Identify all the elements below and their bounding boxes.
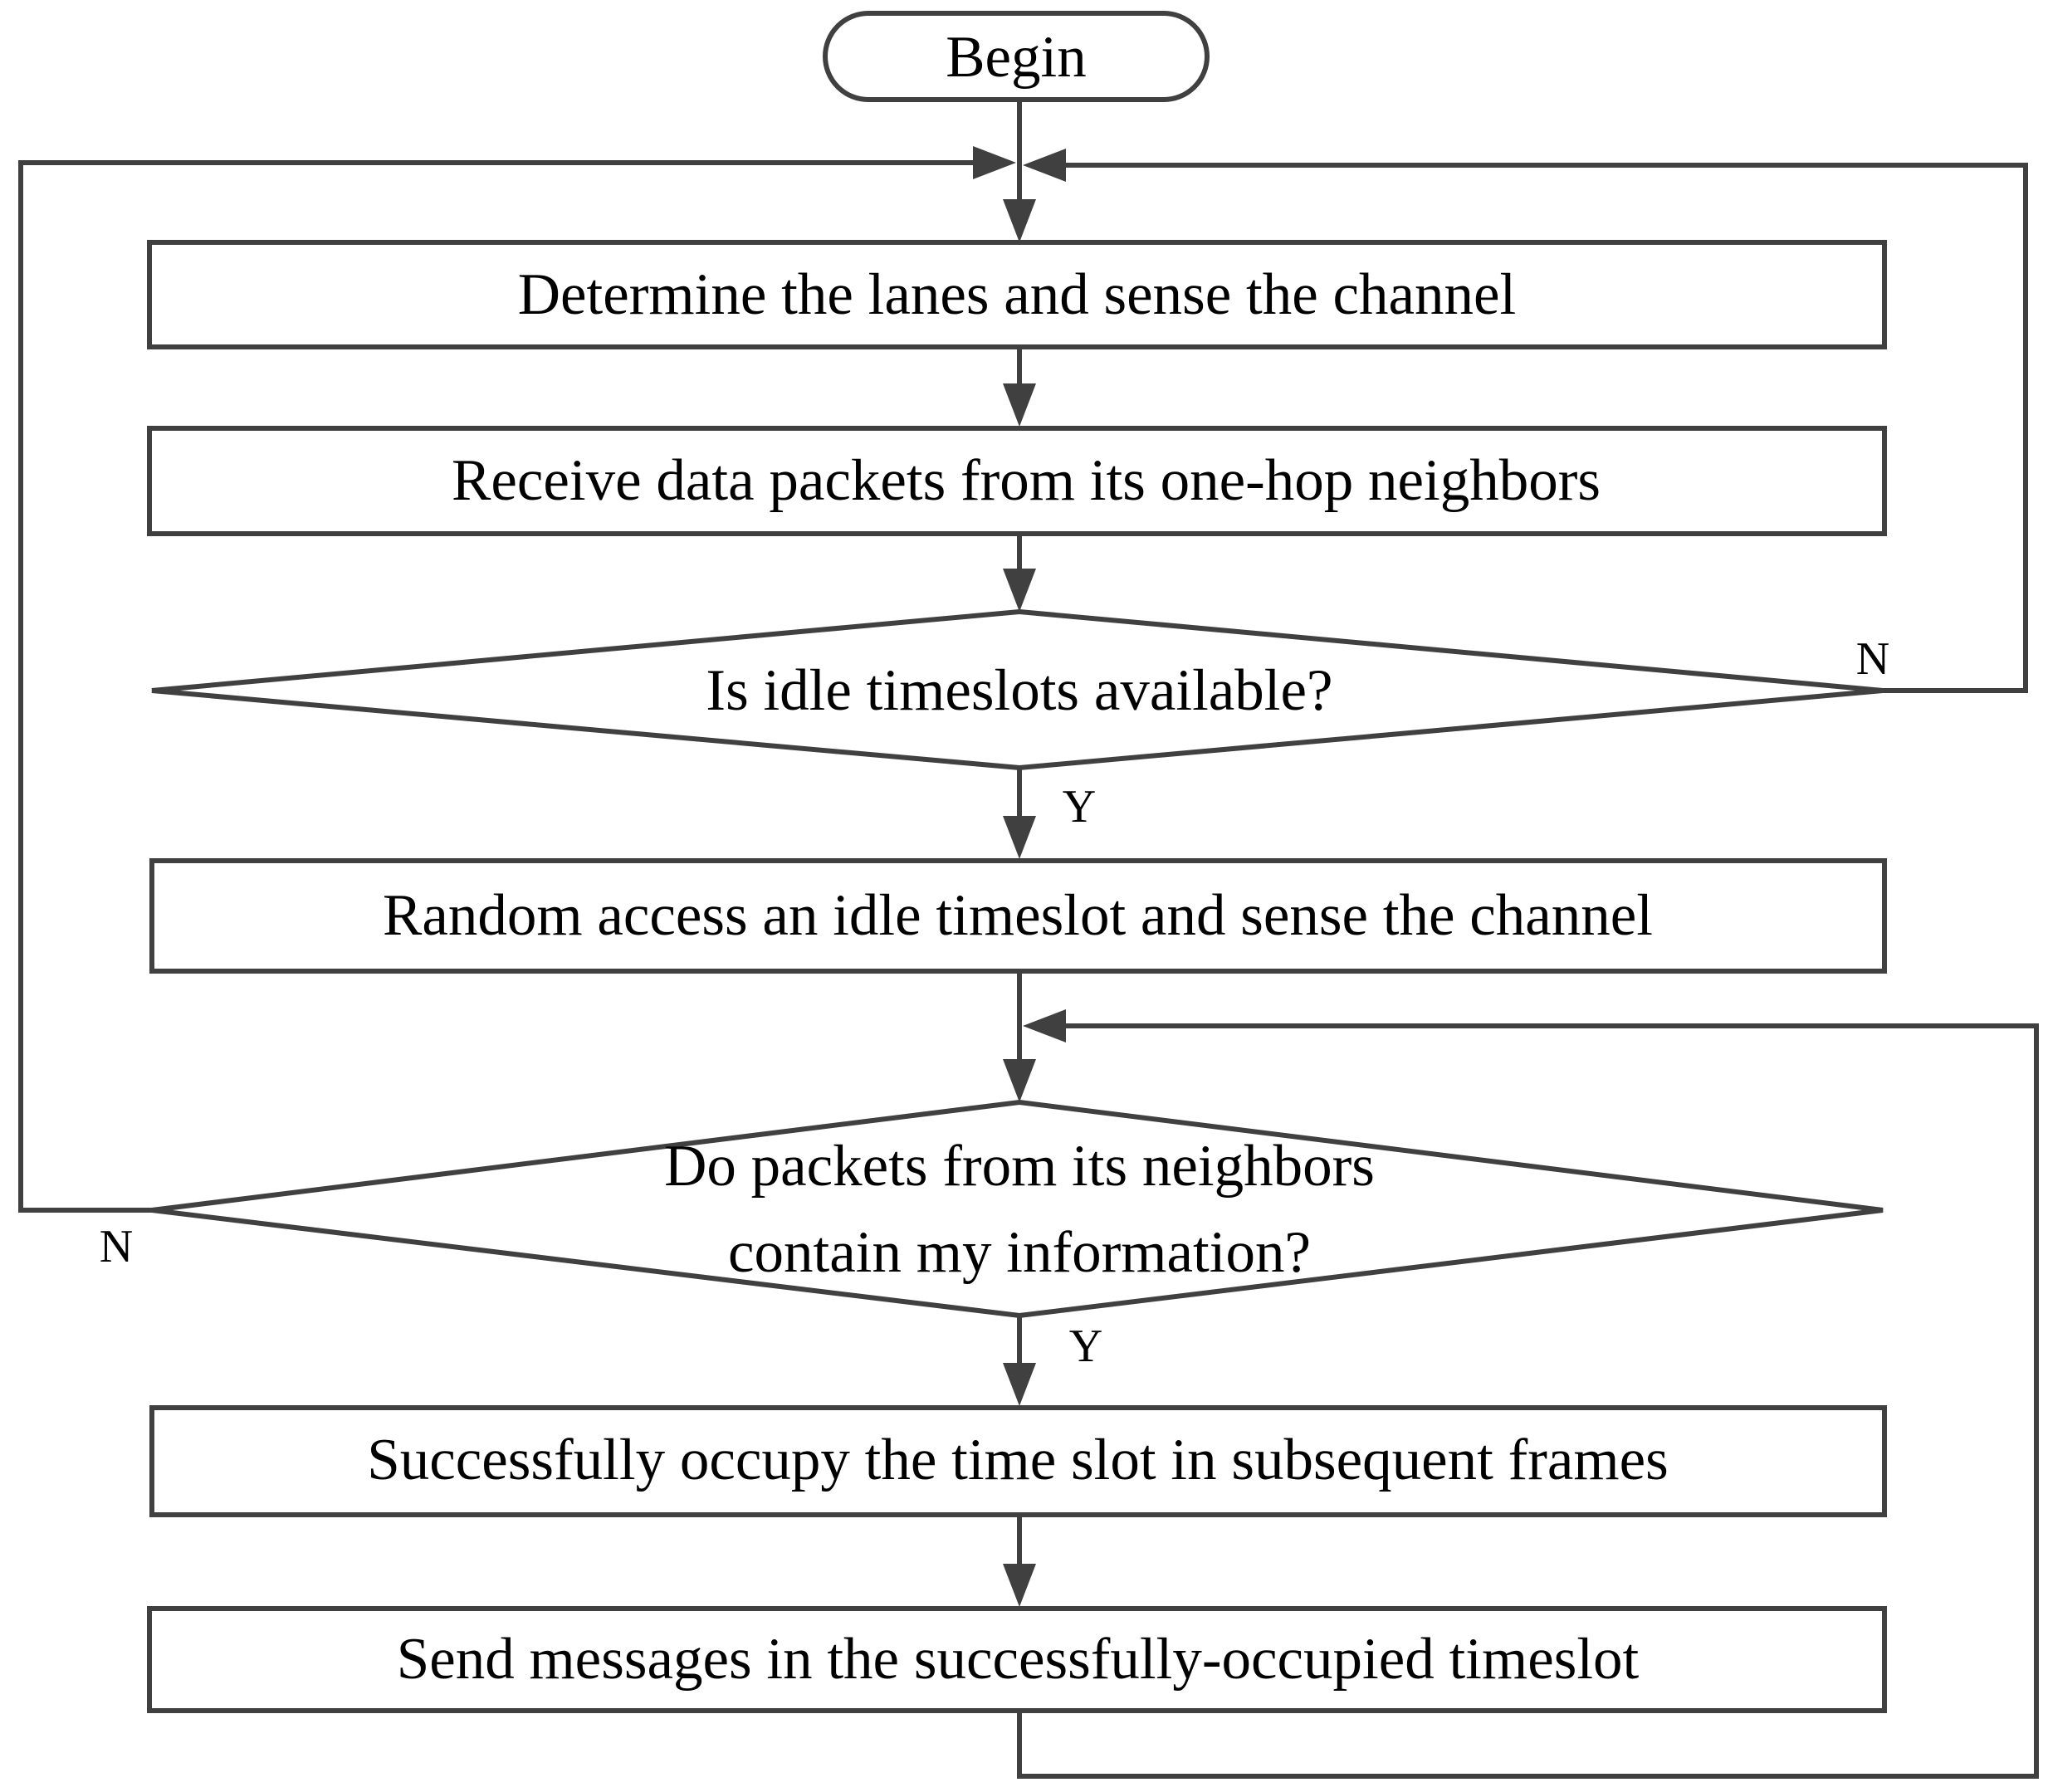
- step-box: [147, 426, 1887, 536]
- decision-label-line1: Do packets from its neighbors: [664, 1134, 1375, 1199]
- decision-label-line2: contain my information?: [728, 1220, 1311, 1285]
- step-random-access: Random access an idle timeslot and sense…: [149, 858, 1887, 974]
- arrowheads: [973, 146, 1066, 1607]
- connector-lines: [18, 101, 2039, 1779]
- step-label: Determine the lanes and sense the channe…: [518, 262, 1517, 327]
- arrowhead-to-random: [1003, 816, 1036, 859]
- decision-no-label: N: [1856, 633, 1889, 685]
- step-box: [147, 240, 1887, 349]
- step-box: [149, 858, 1887, 974]
- connector-decision1-no-loop: [1059, 163, 2028, 693]
- step-box: [147, 1606, 1887, 1713]
- decision-diamond: [151, 608, 1884, 771]
- decision-no-label: N: [100, 1221, 133, 1272]
- connector-send-loop: [1017, 1023, 2039, 1779]
- step-send-messages: Send messages in the successfully-occupi…: [147, 1606, 1887, 1713]
- step-label: Random access an idle timeslot and sense…: [383, 883, 1653, 948]
- arrowhead-to-decision2: [1003, 1059, 1036, 1102]
- arrowhead-to-decision1: [1003, 569, 1036, 612]
- arrowhead-to-determine: [1003, 199, 1036, 242]
- arrowhead-to-receive: [1003, 383, 1036, 427]
- decision-yes-label: Y: [1069, 1321, 1102, 1372]
- decision-idle-timeslots: Is idle timeslots available? N Y: [151, 608, 1889, 833]
- arrowhead-right-loop: [1023, 149, 1066, 182]
- arrowhead-to-send: [1003, 1564, 1036, 1607]
- step-label: Send messages in the successfully-occupi…: [397, 1627, 1640, 1692]
- arrowhead-send-loop: [1023, 1009, 1066, 1042]
- arrowhead-to-occupy: [1003, 1363, 1036, 1406]
- step-label: Successfully occupy the time slot in sub…: [367, 1428, 1669, 1492]
- start-terminator: Begin: [823, 11, 1210, 102]
- step-box: [149, 1405, 1887, 1517]
- decision-yes-label: Y: [1063, 781, 1096, 833]
- decision-contain-info: Do packets from its neighbors contain my…: [100, 1099, 1884, 1372]
- decision-diamond: [151, 1099, 1884, 1319]
- step-occupy-slot: Successfully occupy the time slot in sub…: [149, 1405, 1887, 1517]
- arrowhead-left-loop: [973, 146, 1016, 179]
- start-label: Begin: [946, 25, 1087, 90]
- start-shape: [823, 11, 1210, 102]
- decision-label: Is idle timeslots available?: [706, 658, 1332, 723]
- step-determine-lanes: Determine the lanes and sense the channe…: [147, 240, 1887, 349]
- step-receive-packets: Receive data packets from its one-hop ne…: [147, 426, 1887, 536]
- step-label: Receive data packets from its one-hop ne…: [452, 448, 1601, 513]
- connector-decision2-no-loop: [18, 160, 980, 1213]
